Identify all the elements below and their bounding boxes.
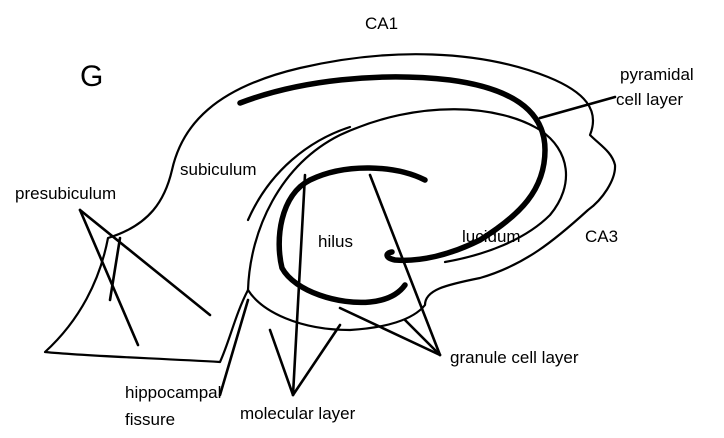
label-granule-cell-layer: granule cell layer bbox=[450, 348, 579, 367]
panel-label: G bbox=[80, 60, 103, 93]
outer-outline bbox=[45, 54, 615, 362]
label-pyramidal-line1: pyramidal bbox=[620, 65, 694, 84]
label-pyramidal-line2: cell layer bbox=[616, 90, 683, 109]
label-ca3: CA3 bbox=[585, 227, 618, 246]
granule-leader-3 bbox=[405, 320, 440, 355]
label-hippocampal-line1: hippocampal bbox=[125, 383, 221, 402]
label-presubiculum: presubiculum bbox=[15, 184, 116, 203]
label-lucidum: lucidum bbox=[462, 227, 521, 246]
label-subiculum: subiculum bbox=[180, 160, 257, 179]
label-ca1: CA1 bbox=[365, 14, 398, 33]
molecular-leader-2 bbox=[293, 325, 340, 395]
label-hippocampal-line2: fissure bbox=[125, 410, 175, 429]
pyramidal-leader bbox=[540, 97, 615, 118]
molecular-leader-3 bbox=[270, 330, 293, 395]
presubiculum-leader-1 bbox=[80, 210, 210, 315]
label-hilus: hilus bbox=[318, 232, 353, 251]
fissure-leader bbox=[220, 300, 248, 395]
label-molecular-layer: molecular layer bbox=[240, 404, 356, 423]
